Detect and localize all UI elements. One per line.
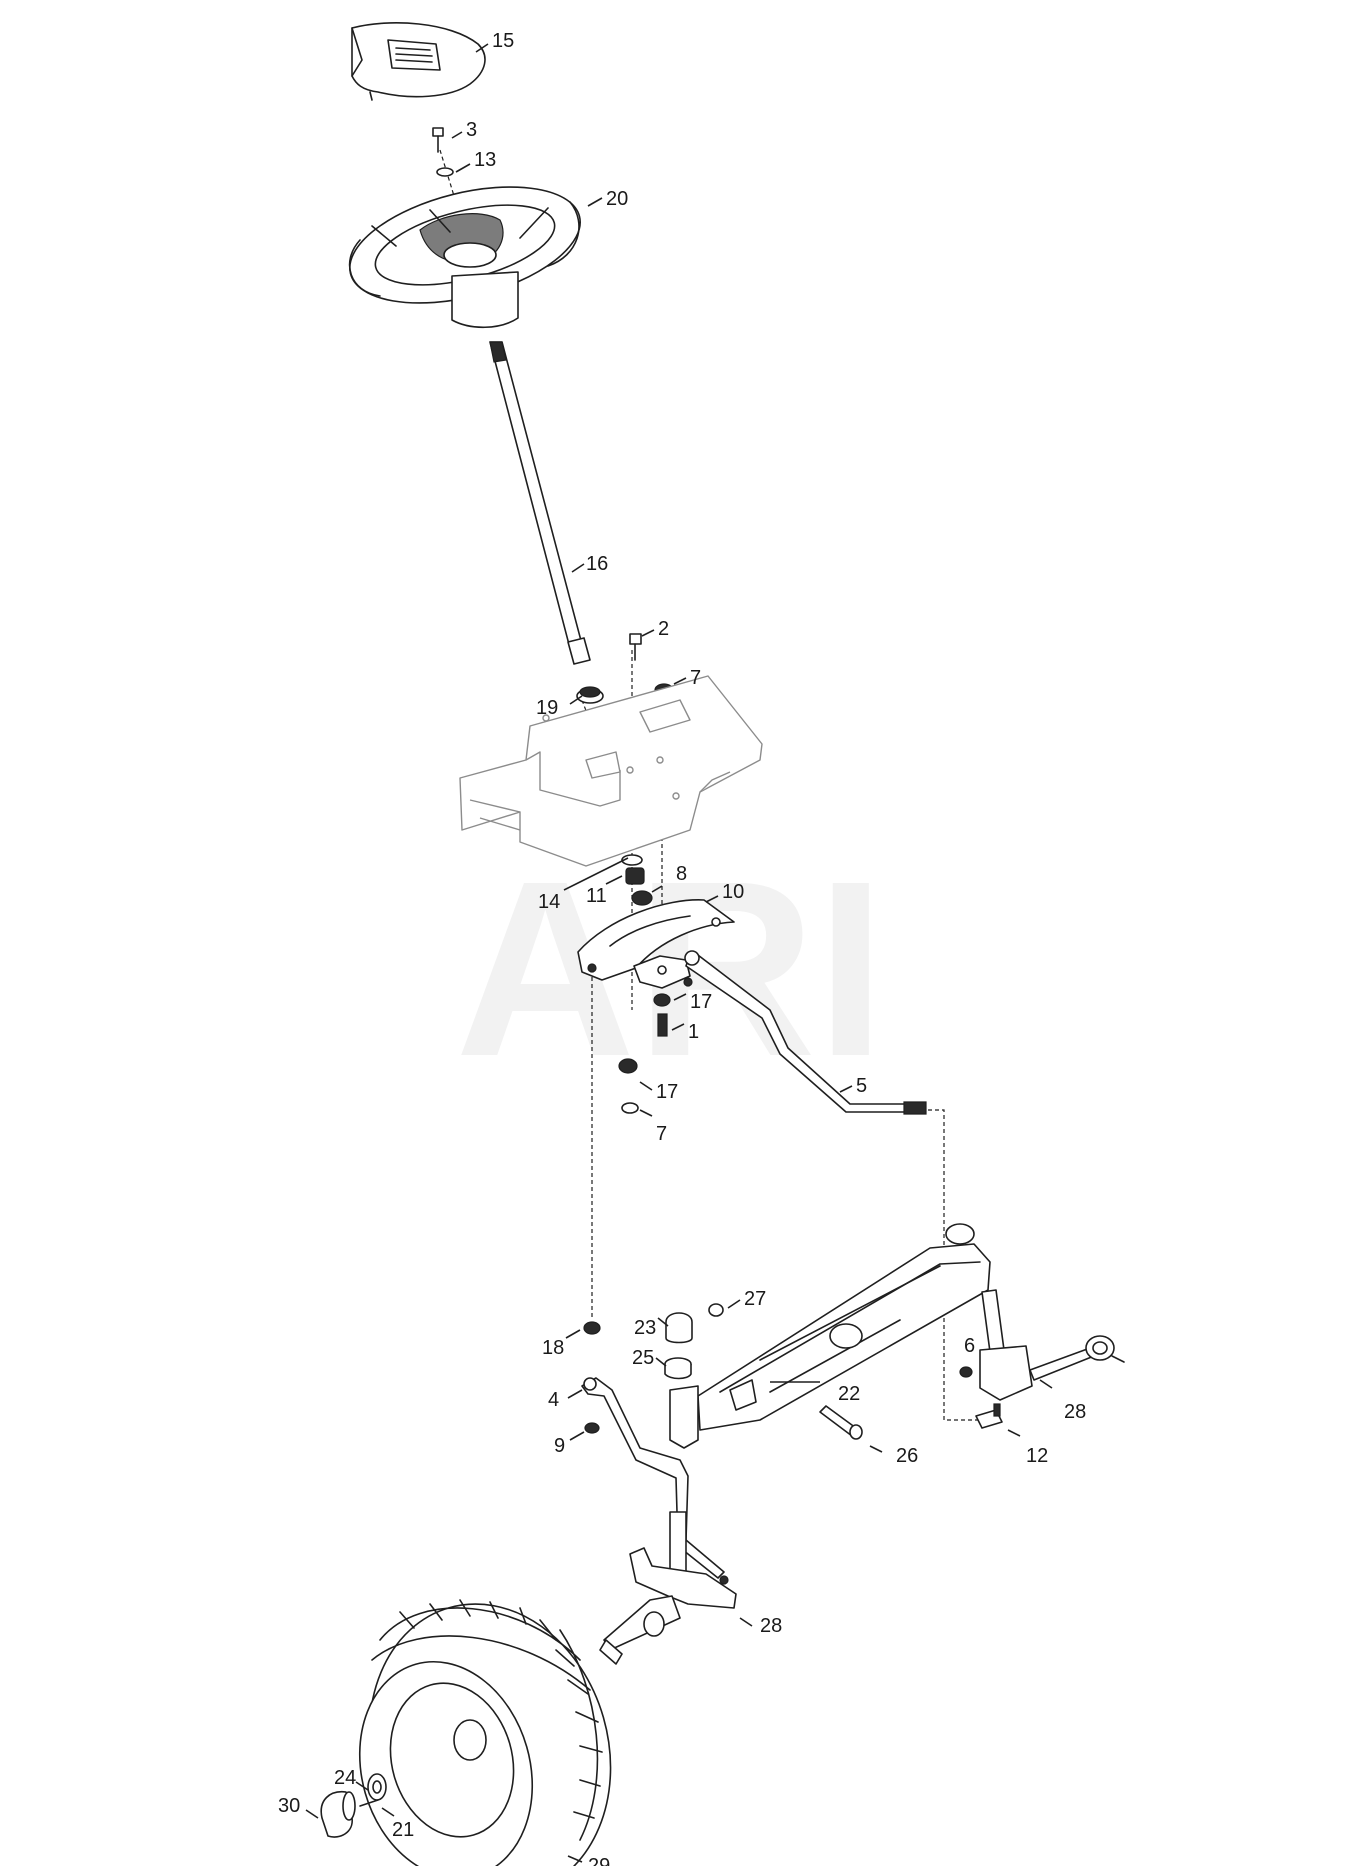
part-4-tie-rod <box>581 1377 725 1579</box>
part-14-washer <box>621 854 643 866</box>
frame-plate <box>459 675 763 867</box>
part-22-front-axle <box>669 1223 991 1449</box>
callout-7-upper: 7 <box>690 667 701 689</box>
callout-19: 19 <box>536 697 558 719</box>
part-28-spindle-right <box>979 1289 1125 1401</box>
callout-26: 26 <box>896 1445 918 1467</box>
callout-13: 13 <box>474 149 496 171</box>
part-6-nut <box>959 1366 973 1378</box>
callout-labels: 15 3 13 20 16 2 7 19 8 10 14 11 17 1 17 … <box>278 30 1086 1866</box>
part-29-wheel <box>358 1599 612 1866</box>
part-9-nut <box>584 1422 600 1434</box>
part-13-washer <box>436 167 454 177</box>
callout-15: 15 <box>492 30 514 52</box>
part-17-spacer-lower <box>618 1058 638 1074</box>
callout-16: 16 <box>586 553 608 575</box>
part-8-bushing <box>631 890 653 906</box>
part-15-hub-cap <box>351 22 486 101</box>
callout-27: 27 <box>744 1288 766 1310</box>
callout-6: 6 <box>964 1335 975 1357</box>
callout-10: 10 <box>722 881 744 903</box>
callout-22: 22 <box>838 1383 860 1405</box>
callout-leaders <box>305 43 1053 1863</box>
part-27-nut <box>708 1303 724 1317</box>
part-3-bolt <box>432 127 444 153</box>
callout-12: 12 <box>1026 1445 1048 1467</box>
part-21-pin <box>359 1799 379 1807</box>
callout-9: 9 <box>554 1435 565 1457</box>
part-10-sector-gear <box>577 899 735 989</box>
callout-25: 25 <box>632 1347 654 1369</box>
callout-21: 21 <box>392 1819 414 1841</box>
part-17-spacer-upper <box>653 993 671 1007</box>
part-25-bushing <box>664 1357 692 1380</box>
part-24-washer <box>367 1773 387 1801</box>
callout-30: 30 <box>278 1795 300 1817</box>
callout-20: 20 <box>606 188 628 210</box>
callout-4: 4 <box>548 1389 559 1411</box>
part-2-bolt <box>629 633 642 661</box>
part-23-cap <box>665 1312 693 1344</box>
callout-28-right: 28 <box>1064 1401 1086 1423</box>
part-20-steering-wheel <box>348 186 581 329</box>
callout-17-upper: 17 <box>690 991 712 1013</box>
callout-23: 23 <box>634 1317 656 1339</box>
part-18-nut <box>583 1321 601 1335</box>
part-28-spindle-left <box>599 1511 737 1665</box>
part-11-gear <box>625 867 645 885</box>
part-12-tie-rod-end <box>975 1403 1003 1429</box>
callout-29: 29 <box>588 1855 610 1866</box>
callout-18: 18 <box>542 1337 564 1359</box>
callout-11: 11 <box>586 885 607 907</box>
part-1-bolt <box>657 1013 668 1037</box>
callout-17-lower: 17 <box>656 1081 678 1103</box>
part-26-pivot-bolt <box>819 1405 863 1440</box>
part-16-steering-shaft <box>489 341 591 665</box>
part-30-cap <box>320 1791 356 1838</box>
part-7-nut-lower <box>621 1102 639 1114</box>
callout-5: 5 <box>856 1075 867 1097</box>
callout-7-lower: 7 <box>656 1123 667 1145</box>
part-5-drag-link <box>684 950 927 1115</box>
callout-3: 3 <box>466 119 477 141</box>
callout-8: 8 <box>676 863 687 885</box>
callout-2: 2 <box>658 618 669 640</box>
callout-1: 1 <box>688 1021 699 1043</box>
callout-28-left: 28 <box>760 1615 782 1637</box>
callout-14: 14 <box>538 891 560 913</box>
callout-24: 24 <box>334 1767 356 1789</box>
part-19-bushing <box>576 686 604 704</box>
